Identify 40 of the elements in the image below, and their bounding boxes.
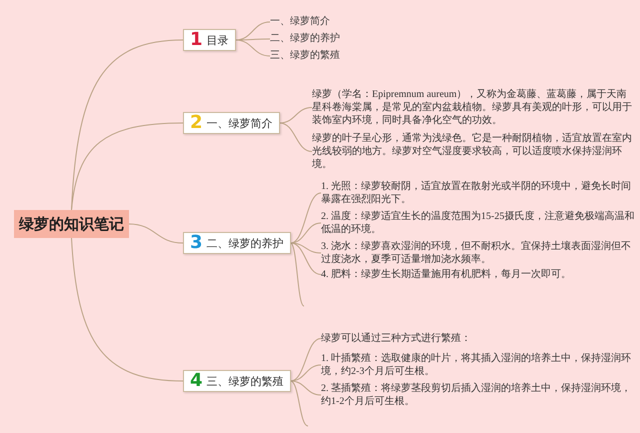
connector-line bbox=[279, 107, 312, 124]
subtopic-text: 一、绿萝简介 bbox=[270, 16, 330, 28]
note-text: 2. 温度：绿萝适宜生长的温度范围为15-25摄氏度，注意避免极端高温和低温的环境。 bbox=[321, 210, 635, 236]
connector-line bbox=[290, 242, 304, 306]
connector-line bbox=[279, 122, 312, 152]
subtopic-text: 三、绿萝的繁殖 bbox=[270, 50, 340, 62]
topic-title: 二、绿萝的养护 bbox=[206, 238, 284, 248]
topic-title: 一、绿萝简介 bbox=[206, 118, 273, 128]
topic-box bbox=[183, 112, 280, 134]
connector-line bbox=[235, 40, 270, 56]
connector-line bbox=[290, 242, 322, 275]
subtopic-text: 二、绿萝的养护 bbox=[270, 33, 340, 45]
note-text: 3. 浇水：绿萝喜欢湿润的环境，但不耐积水。宜保持土壤表面湿润但不过度浇水，夏季可适量增加浇水频率。 bbox=[321, 240, 635, 266]
topic-title: 目录 bbox=[206, 34, 229, 46]
connector-line bbox=[290, 242, 322, 254]
connector-line bbox=[128, 224, 184, 244]
topic-number: 2 bbox=[190, 114, 203, 132]
connector-line bbox=[290, 222, 322, 244]
note-text: 1. 叶插繁殖：选取健康的叶片，将其插入湿润的培养土中，保持湿润环境，约2-3个月后可生根。 bbox=[321, 352, 635, 378]
connector-line bbox=[290, 380, 322, 396]
note-text: 2. 茎插繁殖：将绿萝茎段剪切后插入湿润的培养土中，保持湿润环境，约1-2个月后可生根。 bbox=[321, 382, 635, 408]
connector-line bbox=[290, 192, 322, 244]
connector-line bbox=[290, 380, 308, 426]
note-text: 绿萝可以通过三种方式进行繁殖： bbox=[321, 332, 635, 345]
topic-number: 4 bbox=[190, 372, 203, 390]
topic-number: 1 bbox=[190, 31, 203, 49]
topic-box bbox=[183, 370, 291, 392]
connector-line bbox=[71, 122, 184, 210]
topic-title: 三、绿萝的繁殖 bbox=[206, 376, 284, 386]
note-text: 1. 光照：绿萝较耐阴，适宜放置在散射光或半阴的环境中，避免长时间暴露在强烈阳光下。 bbox=[321, 180, 635, 206]
connector-line bbox=[71, 238, 184, 382]
note-text: 绿萝（学名：Epipremnum aureum），又称为金葛藤、蓝葛藤，属于天南星科卷海棠属，是常见的室内盆栽植物。绿萝具有美观的叶形，可以用于装饰室内环境，同时具备净化空气的功效。 bbox=[312, 88, 636, 127]
central-topic-box: 绿萝的知识笔记 bbox=[14, 210, 129, 238]
topic-box bbox=[183, 29, 236, 51]
topic-box bbox=[183, 232, 291, 254]
connector-line bbox=[71, 40, 184, 210]
note-text: 绿萝的叶子呈心形，通常为浅绿色。它是一种耐阴植物，适宜放置在室内光线较弱的地方。绿萝对空气湿度要求较高，可以适度喷水保持湿润环境。 bbox=[312, 132, 636, 171]
connector-line bbox=[290, 338, 322, 382]
note-text: 4. 肥料：绿萝生长期适量施用有机肥料，每月一次即可。 bbox=[321, 268, 635, 281]
topic-number: 3 bbox=[190, 234, 203, 252]
